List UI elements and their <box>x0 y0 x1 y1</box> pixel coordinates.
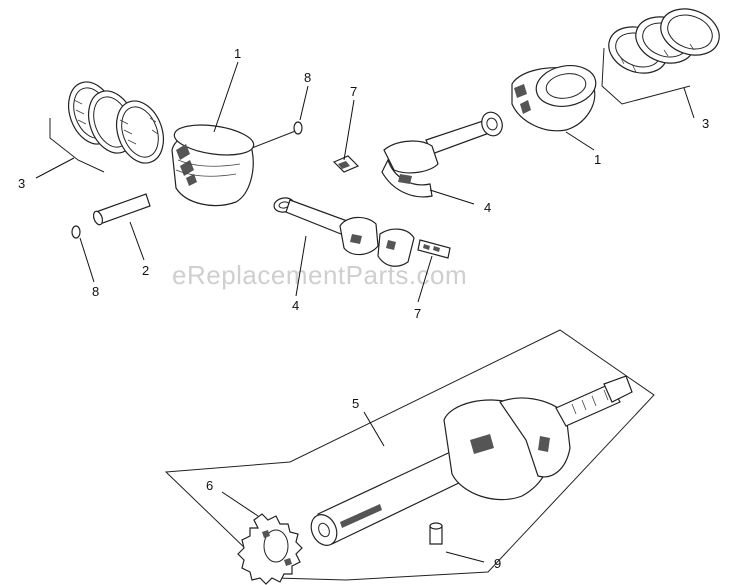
callout-rings-right: 3 <box>702 116 709 131</box>
circlip-left <box>71 225 81 239</box>
callout-wrist-pin: 2 <box>142 263 149 278</box>
callout-labels: 1 8 7 3 3 1 2 8 4 4 7 5 6 9 <box>18 46 709 571</box>
crankshaft-key <box>429 522 443 545</box>
piston-right <box>511 65 597 132</box>
callout-piston-right: 1 <box>594 152 601 167</box>
callout-gear: 6 <box>206 478 213 493</box>
callout-piston-left: 1 <box>234 46 241 61</box>
piston-ring-set-right <box>601 8 720 105</box>
rod-bolts-lower <box>417 239 451 259</box>
rod-bolts-upper <box>332 155 360 173</box>
callout-circlip-lower: 8 <box>92 284 99 299</box>
callout-rings-left: 3 <box>18 176 25 191</box>
callout-key: 9 <box>494 556 501 571</box>
leader-lines <box>35 61 695 563</box>
callout-rod-upper: 4 <box>484 200 491 215</box>
callout-bolt-upper: 7 <box>350 84 357 99</box>
watermark: eReplacementParts.com <box>172 260 467 290</box>
callout-circlip-upper: 8 <box>304 70 311 85</box>
callout-crankshaft: 5 <box>352 396 359 411</box>
piston-ring-set-left <box>49 81 164 173</box>
connecting-rod-upper <box>381 111 503 198</box>
callout-bolt-lower: 7 <box>414 306 421 321</box>
timing-gear <box>237 513 303 585</box>
crankshaft-assembly <box>164 329 655 581</box>
connecting-rod-lower <box>273 197 415 267</box>
callout-rod-lower: 4 <box>292 298 299 313</box>
piston-left <box>92 121 303 226</box>
